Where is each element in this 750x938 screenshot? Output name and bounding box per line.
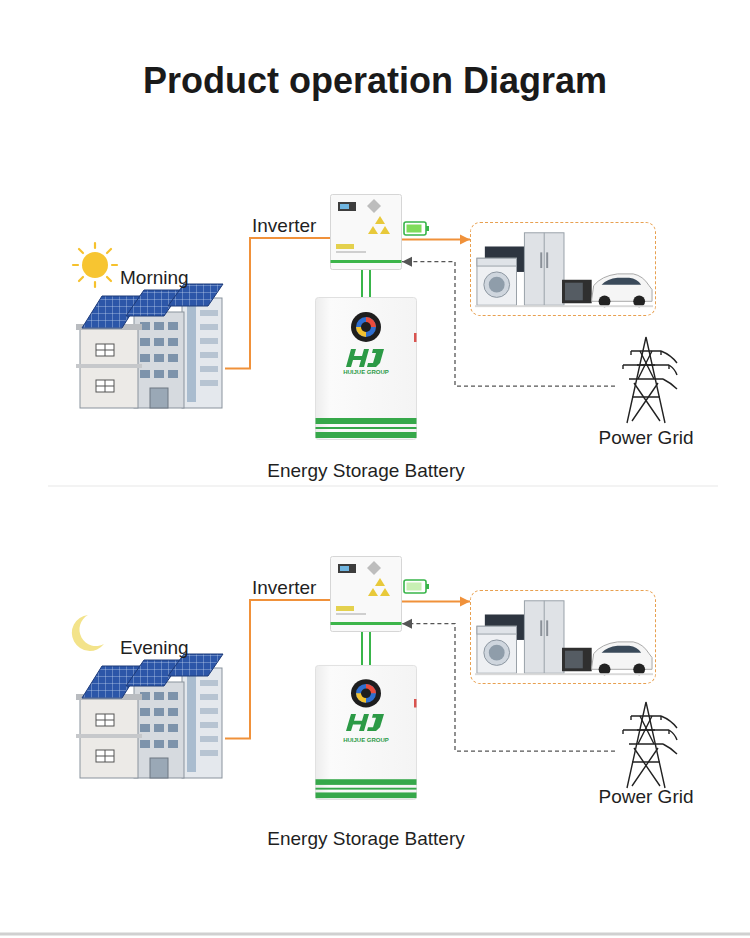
solar-building: Evening — [70, 620, 225, 780]
arrow-head — [460, 235, 470, 245]
power-flow-connector — [402, 597, 470, 607]
node-label: Morning — [120, 267, 215, 289]
node-label: Power Grid — [575, 786, 717, 808]
moon-icon — [72, 615, 104, 651]
brand-logo — [346, 349, 384, 367]
inverter-box: Inverter — [330, 556, 402, 632]
transmission-tower — [615, 335, 677, 423]
load-group — [470, 222, 656, 316]
arrow-head — [460, 597, 470, 607]
brand-name: HUIJUE GROUP — [316, 369, 416, 376]
connector-line — [225, 238, 330, 368]
node-label: Inverter — [252, 577, 328, 599]
connector-line — [402, 239, 470, 241]
household-loads — [471, 591, 655, 683]
connector-line — [402, 624, 615, 751]
node-label: Inverter — [252, 215, 328, 237]
household-loads — [471, 223, 655, 315]
connector-line — [369, 632, 371, 665]
connector-line — [361, 632, 363, 665]
battery-cabinet — [315, 297, 417, 440]
charge-indicator — [404, 222, 429, 235]
power-flow-connector — [225, 238, 330, 368]
node-label: Evening — [120, 637, 215, 659]
charge-indicator — [404, 580, 429, 593]
connector-line — [361, 270, 363, 297]
power-grid: Power Grid — [615, 335, 677, 423]
connector-line — [402, 601, 470, 603]
transmission-tower — [615, 700, 677, 788]
node-label: Energy Storage Battery — [245, 828, 487, 850]
power-flow-connector — [362, 632, 370, 665]
panel-separator — [48, 485, 718, 486]
node-label: Energy Storage Battery — [245, 460, 487, 482]
inverter-unit — [330, 194, 402, 270]
brand-name: HUIJUE GROUP — [316, 737, 416, 744]
bottom-rule — [0, 933, 750, 936]
connector-line — [225, 600, 330, 738]
power-flow-connector — [225, 600, 330, 738]
power-flow-connector — [402, 257, 615, 386]
sun-icon — [73, 243, 117, 287]
connector-line — [402, 262, 615, 386]
inverter-unit — [330, 556, 402, 632]
power-flow-connector — [402, 619, 615, 751]
power-flow-connector — [362, 270, 370, 297]
load-group — [470, 590, 656, 684]
battery-box: HUIJUE GROUPEnergy Storage Battery — [315, 297, 417, 440]
inverter-box: Inverter — [330, 194, 402, 270]
connector-line — [369, 270, 371, 297]
brand-logo — [346, 714, 384, 731]
node-label: Power Grid — [575, 427, 717, 449]
arrow-head — [402, 619, 412, 629]
power-grid: Power Grid — [615, 700, 677, 788]
power-flow-connector — [402, 235, 470, 245]
arrow-head — [402, 257, 412, 267]
battery-box: HUIJUE GROUPEnergy Storage Battery — [315, 665, 417, 800]
solar-building: Morning — [70, 250, 225, 410]
battery-cabinet — [315, 665, 417, 800]
diagram-title: Product operation Diagram — [0, 60, 750, 102]
